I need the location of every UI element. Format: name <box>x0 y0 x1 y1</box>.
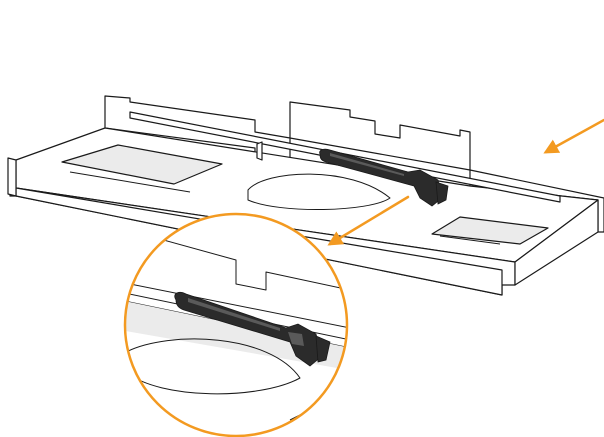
callout-ring <box>123 212 349 437</box>
rail-clip <box>256 141 263 161</box>
wrench-jaw <box>435 181 449 205</box>
left-pocket <box>61 144 223 185</box>
callout-oval-cutout <box>125 338 301 395</box>
right-pocket-ridge <box>439 235 501 245</box>
left-pocket-ridge <box>69 171 191 193</box>
right-pocket <box>431 216 549 245</box>
magnified-wrench-highlight <box>188 298 280 331</box>
callout-rail-top <box>125 281 347 331</box>
pointer-arrows <box>327 118 604 246</box>
wrench-highlight <box>330 153 404 176</box>
pointer-arrow-right <box>543 118 604 154</box>
tray-left-cap <box>7 157 17 197</box>
callout-detail <box>125 227 347 421</box>
magnified-wrench-head <box>288 332 304 346</box>
callout-back-panel <box>125 227 347 291</box>
back-panel <box>289 101 471 171</box>
magnified-wrench-jaw <box>315 335 331 363</box>
magnified-wrench <box>174 292 331 367</box>
floor-oval-cutout <box>247 173 391 211</box>
tray-front-right-wall <box>514 199 599 286</box>
magnified-callout <box>123 212 349 437</box>
pointer-arrow-center <box>327 195 410 246</box>
wrench-on-tray <box>319 148 449 207</box>
